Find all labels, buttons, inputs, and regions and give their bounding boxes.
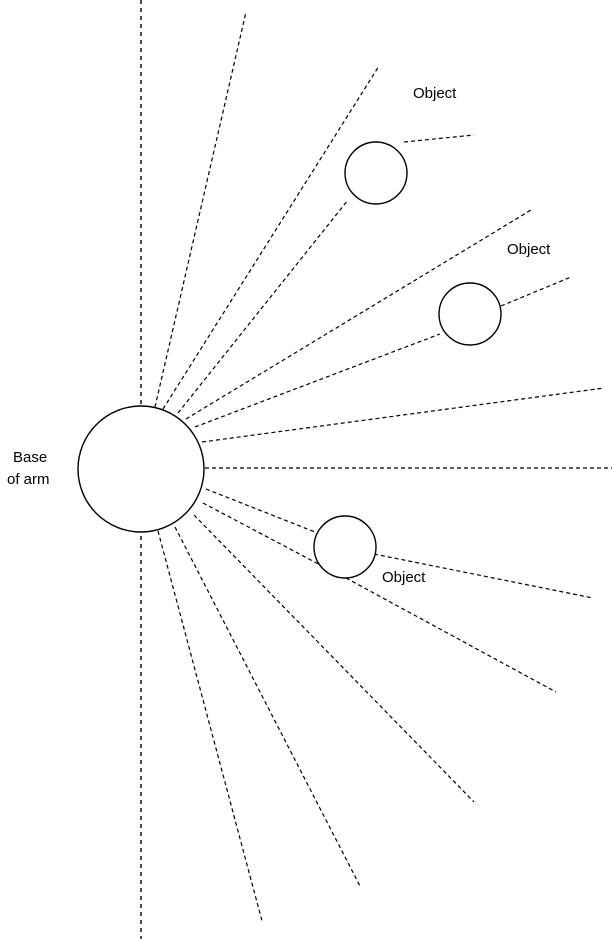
object-circle [313, 515, 377, 579]
object-label: Object [507, 241, 551, 258]
sensor-ray [205, 488, 316, 533]
object-circle [344, 141, 408, 205]
sensor-ray [177, 199, 349, 414]
sensor-ray [162, 65, 380, 410]
sensor-ray [157, 530, 263, 922]
object-circle [438, 282, 502, 346]
sensor-ray [202, 502, 327, 569]
sensor-ray [201, 387, 605, 443]
sensor-rays [154, 11, 612, 922]
sensor-ray [500, 276, 572, 307]
sensor-ray [154, 11, 247, 408]
object-label: Object [382, 569, 426, 586]
sensor-ray [185, 209, 532, 420]
object-label: Object [413, 85, 457, 102]
arm-base-circle [77, 405, 205, 533]
sensor-ray [345, 577, 557, 693]
sensor-ray [174, 526, 361, 887]
sensor-ray [403, 134, 475, 143]
sensor-ray [194, 333, 441, 428]
base-label-line2: of arm [7, 471, 50, 488]
sensor-ray [373, 553, 594, 599]
base-label-line1: Base [13, 449, 47, 466]
sensor-ray [193, 514, 475, 803]
